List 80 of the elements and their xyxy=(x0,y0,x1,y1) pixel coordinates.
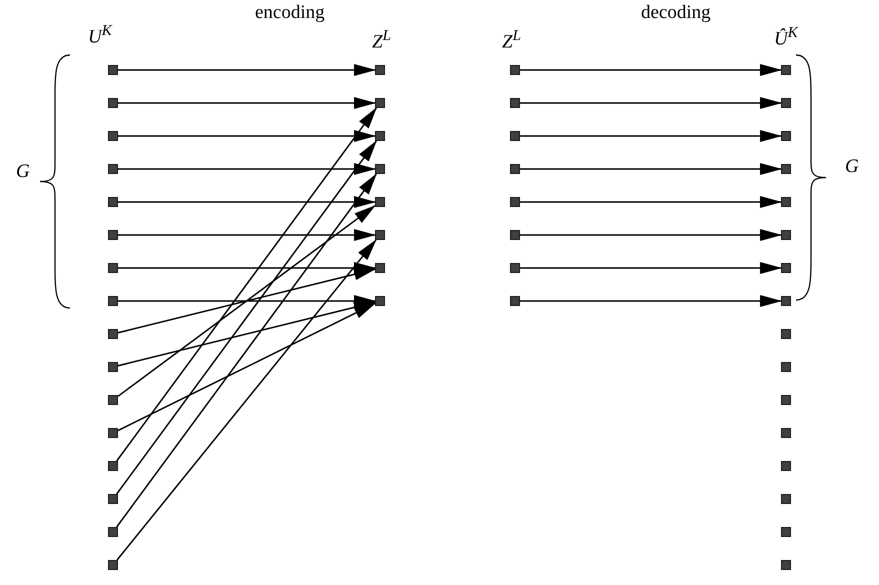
node-square xyxy=(781,98,791,108)
arrow xyxy=(520,64,782,76)
node-square xyxy=(781,230,791,240)
node-square xyxy=(108,428,118,438)
node-square xyxy=(108,98,118,108)
node-square xyxy=(375,65,385,75)
arrow xyxy=(520,163,782,175)
arrow xyxy=(118,163,376,175)
arrow xyxy=(118,196,376,208)
arrow xyxy=(520,97,782,109)
node-square xyxy=(108,560,118,570)
node-square xyxy=(108,494,118,504)
node-square xyxy=(781,461,791,471)
node-square xyxy=(510,164,520,174)
node-square xyxy=(108,362,118,372)
arrow xyxy=(116,239,377,560)
node-square xyxy=(781,362,791,372)
arrow xyxy=(520,229,782,241)
variable-label: Û$^{K}$ xyxy=(774,26,798,48)
node-square xyxy=(375,263,385,273)
node-square xyxy=(781,494,791,504)
node-square xyxy=(108,461,118,471)
variable-label: Z$^{L}$ xyxy=(502,29,521,52)
brace-label: G xyxy=(845,157,859,176)
section-heading: decoding xyxy=(641,3,711,22)
arrow xyxy=(118,64,376,76)
node-square xyxy=(108,296,118,306)
node-square xyxy=(781,395,791,405)
arrow xyxy=(116,173,377,528)
node-square xyxy=(375,98,385,108)
arrow xyxy=(118,302,376,432)
node-square xyxy=(108,164,118,174)
node-square xyxy=(108,263,118,273)
node-square xyxy=(108,395,118,405)
brace-label: G xyxy=(16,162,30,181)
arrow xyxy=(520,262,782,274)
node-square xyxy=(510,230,520,240)
node-square xyxy=(108,197,118,207)
arrow xyxy=(520,196,782,208)
node-square xyxy=(781,296,791,306)
arrow xyxy=(116,107,377,462)
node-square xyxy=(108,131,118,141)
node-square xyxy=(781,329,791,339)
node-square xyxy=(108,65,118,75)
node-square xyxy=(510,98,520,108)
variable-label: U$^{K}$ xyxy=(88,24,112,46)
variable-label: Z$^{L}$ xyxy=(372,29,391,52)
arrow xyxy=(118,205,376,397)
node-square xyxy=(781,560,791,570)
arrow xyxy=(116,140,377,494)
node-square xyxy=(510,296,520,306)
node-square xyxy=(781,197,791,207)
arrow xyxy=(118,301,376,366)
node-square xyxy=(781,65,791,75)
node-square xyxy=(510,131,520,141)
node-square xyxy=(375,197,385,207)
node-square xyxy=(108,230,118,240)
node-square xyxy=(781,263,791,273)
arrow xyxy=(118,268,376,334)
arrow xyxy=(520,130,782,142)
node-square xyxy=(781,527,791,537)
node-square xyxy=(108,329,118,339)
arrow xyxy=(118,229,376,241)
node-square xyxy=(375,131,385,141)
node-square xyxy=(108,527,118,537)
node-square xyxy=(510,263,520,273)
arrow xyxy=(118,262,376,274)
arrow xyxy=(118,97,376,109)
node-square xyxy=(375,296,385,306)
node-square xyxy=(510,197,520,207)
node-square xyxy=(781,164,791,174)
node-square xyxy=(375,164,385,174)
arrow xyxy=(520,295,782,307)
section-heading: encoding xyxy=(255,3,325,22)
node-square xyxy=(375,230,385,240)
node-square xyxy=(510,65,520,75)
node-square xyxy=(781,428,791,438)
arrow xyxy=(118,295,376,307)
node-square xyxy=(781,131,791,141)
arrow xyxy=(118,130,376,142)
